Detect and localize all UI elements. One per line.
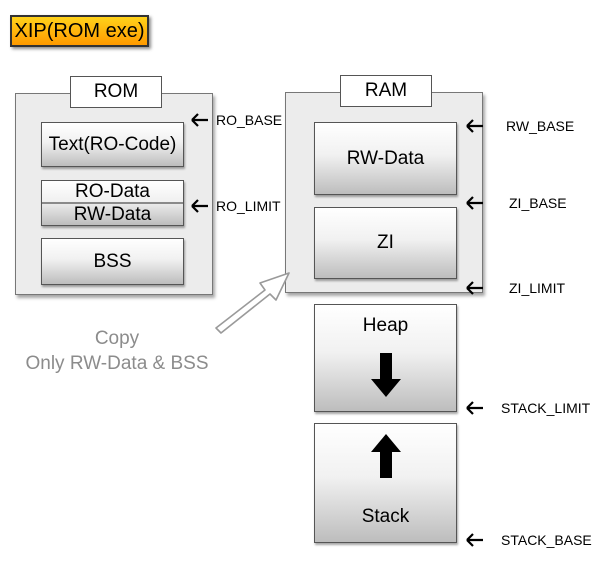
zi-base-arrow-icon	[466, 196, 483, 210]
copy-note-line1: Copy	[94, 328, 140, 349]
rom-bss-block: BSS	[41, 238, 184, 285]
zi-limit-arrow-icon	[466, 281, 483, 295]
rom-data-block: RO-Data RW-Data	[41, 180, 184, 226]
rw-base-arrow-icon	[466, 119, 483, 133]
stack-limit-arrow-icon	[466, 401, 483, 415]
stack-block: Stack	[314, 423, 457, 543]
ro-limit-label: RO_LIMIT	[216, 198, 281, 214]
stack-base-arrow-icon	[466, 533, 483, 547]
copy-note-line2: Only RW-Data & BSS	[25, 353, 209, 374]
ram-label: RAM	[340, 75, 432, 107]
arrow-up-icon	[370, 434, 401, 478]
ro-base-label: RO_BASE	[216, 112, 283, 128]
rom-data-divider	[42, 202, 183, 204]
zi-base-label: ZI_BASE	[509, 195, 567, 211]
rom-ro-data-label: RO-Data	[75, 181, 150, 202]
rw-base-label: RW_BASE	[506, 118, 575, 134]
stack-base-label: STACK_BASE	[501, 532, 592, 548]
ro-base-arrow-icon	[191, 113, 208, 127]
ram-rw-data-block: RW-Data	[314, 122, 457, 195]
ram-zi-block: ZI	[314, 207, 457, 279]
title-badge: XIP(ROM exe)	[10, 15, 149, 47]
stack-limit-label: STACK_LIMIT	[501, 400, 591, 416]
rom-rw-data-label: RW-Data	[73, 204, 152, 225]
stack-label: Stack	[361, 506, 410, 527]
zi-limit-label: ZI_LIMIT	[509, 280, 566, 296]
copy-note: Copy Only RW-Data & BSS	[12, 326, 222, 376]
copy-arrow-icon	[215, 272, 290, 334]
ro-limit-arrow-icon	[191, 199, 208, 213]
rom-label: ROM	[70, 76, 162, 108]
heap-block: Heap	[314, 304, 457, 412]
rom-text-block: Text(RO-Code)	[41, 122, 184, 167]
arrow-down-icon	[370, 353, 401, 397]
heap-label: Heap	[362, 315, 409, 336]
